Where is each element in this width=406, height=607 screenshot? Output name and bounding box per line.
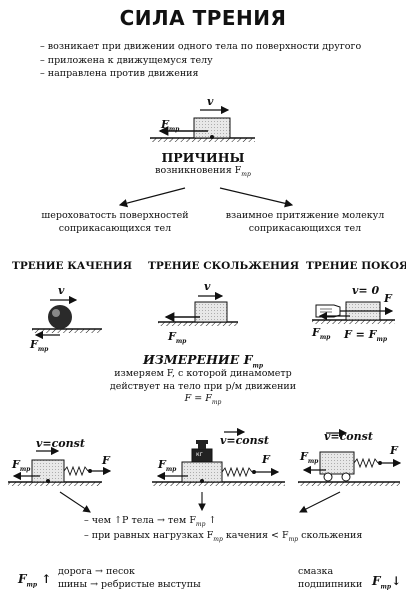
- cause-attraction: взаимное притяжение молекул соприкасающи…: [225, 210, 385, 234]
- sliding-velocity-label: v: [204, 280, 211, 293]
- page-title: СИЛА ТРЕНИЯ: [119, 6, 287, 30]
- measure-velocity-label-3: v=const: [324, 430, 373, 443]
- property-item: – приложена к движущемуся телу: [40, 54, 213, 66]
- wheel: [341, 472, 351, 482]
- type-rolling: ТРЕНИЕ КАЧЕНИЯ: [12, 260, 133, 272]
- decrease-label: Fтр↓: [372, 574, 402, 591]
- measure-friction-label-2: Fтр: [158, 458, 177, 474]
- increase-label: Fтр ↑: [18, 572, 52, 589]
- properties-list: – возникает при движении одного тела по …: [40, 40, 361, 81]
- block: [31, 459, 65, 483]
- sliding-friction-label: Fтр: [168, 330, 187, 346]
- increase-list: дорога → песок шины → ребристые выступы: [58, 566, 201, 590]
- cart-body: [319, 451, 355, 475]
- dynamometer-spring: [63, 465, 89, 477]
- hand-icon: [315, 304, 341, 318]
- conclusion-arrow-left: [59, 491, 91, 513]
- static-friction-label: Fтр: [312, 326, 331, 342]
- weight-label: кг: [196, 451, 203, 458]
- measure-cart-diagram: [298, 428, 402, 486]
- measure-force-label-1: F: [102, 454, 110, 467]
- dynamometer-spring: [221, 466, 253, 478]
- type-static: ТРЕНИЕ ПОКОЯ: [306, 260, 406, 272]
- measure-velocity-label-2: v=const: [220, 434, 269, 447]
- measurement-heading: ИЗМЕРЕНИЕ Fтр: [142, 352, 264, 370]
- causes-heading: ПРИЧИНЫ: [161, 150, 245, 165]
- rolling-friction-label: Fтр: [30, 338, 49, 354]
- decrease-list: смазка подшипники: [298, 566, 363, 590]
- measurement-description: измеряем F, с которой динамометр действу…: [109, 368, 297, 406]
- static-force-label: F: [384, 292, 392, 305]
- static-diagram: [312, 301, 395, 324]
- cause-arrow-right: [219, 187, 294, 208]
- conclusion-arrow-right: [299, 491, 341, 513]
- static-equality: F = Fтр: [344, 328, 388, 344]
- type-sliding: ТРЕНИЕ СКОЛЬЖЕНИЯ: [148, 260, 300, 272]
- measure-weight-diagram: [152, 427, 285, 486]
- surface-hatch: [150, 138, 255, 142]
- causes-subheading: возникновения Fтр: [155, 165, 251, 178]
- measure-force-label-3: F: [390, 444, 398, 457]
- cause-arrow-left: [118, 187, 186, 208]
- property-item: – направлена против движения: [40, 68, 199, 79]
- dynamometer-spring: [353, 457, 379, 469]
- cause-roughness: шероховатость поверхностей соприкасающих…: [41, 210, 189, 234]
- sliding-diagram: [158, 291, 238, 326]
- block: [194, 301, 228, 323]
- static-velocity-label: v= 0: [352, 284, 380, 297]
- measure-block-diagram: [8, 446, 112, 486]
- friction-label: Fтр: [161, 118, 180, 134]
- rolling-diagram: [32, 295, 102, 340]
- rolling-velocity-label: v: [58, 284, 65, 297]
- conclusion-weight: – чем ↑P тела → тем Fтр ↑: [84, 515, 217, 528]
- velocity-label: v: [207, 95, 214, 108]
- measure-friction-label-3: Fтр: [300, 450, 319, 466]
- conclusion-rolling-vs-sliding: – при равных нагрузках Fтр качения < Fтр…: [84, 530, 363, 543]
- measure-friction-label-1: Fтр: [12, 458, 31, 474]
- measure-velocity-label-1: v=const: [36, 437, 85, 450]
- property-item: – возникает при движении одного тела по …: [40, 41, 362, 52]
- wheel: [323, 472, 333, 482]
- intro-diagram: [150, 105, 255, 142]
- ball: [48, 305, 72, 329]
- contact-point: [210, 135, 214, 139]
- measure-force-label-2: F: [262, 453, 270, 466]
